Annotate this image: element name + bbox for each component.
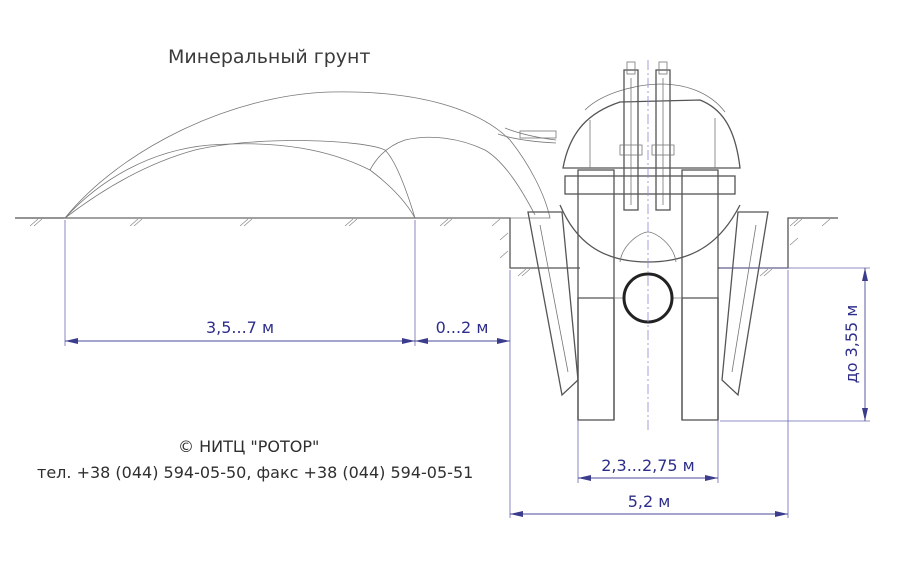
soil-label: Минеральный грунт bbox=[168, 46, 371, 68]
bottom-width-label: 2,3...2,75 м bbox=[601, 456, 694, 475]
copyright-text: © НИТЦ "РОТОР" bbox=[178, 437, 319, 456]
ground-profile bbox=[15, 217, 838, 277]
soil-dump bbox=[64, 91, 551, 219]
gap-label: 0...2 м bbox=[436, 318, 489, 337]
top-width-label: 5,2 м bbox=[628, 492, 671, 511]
ground-hatching-left bbox=[29, 218, 531, 277]
contacts-text: тел. +38 (044) 594-05-50, факс +38 (044)… bbox=[37, 463, 473, 482]
dump-width-label: 3,5...7 м bbox=[206, 318, 274, 337]
depth-label: до 3,55 м bbox=[842, 305, 861, 384]
ground-hatching-right bbox=[759, 218, 831, 277]
trencher-machine bbox=[497, 60, 769, 430]
dimension-lines bbox=[64, 220, 870, 518]
